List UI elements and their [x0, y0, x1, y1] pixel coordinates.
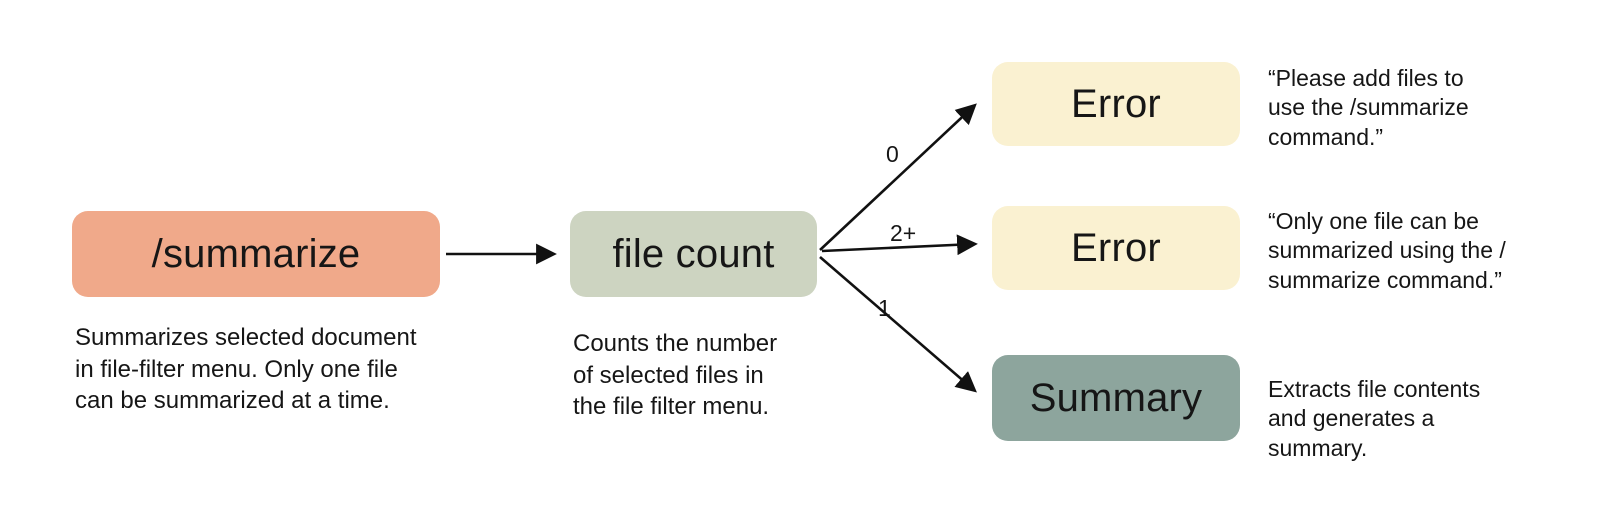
edge-label-zero: 0: [886, 141, 899, 167]
node-summary-label: Summary: [1029, 375, 1203, 420]
node-error-multi-label: Error: [1071, 225, 1161, 270]
node-error-zero-label: Error: [1071, 81, 1161, 126]
note-error-zero: “Please add files to use the /summarize …: [1268, 65, 1469, 150]
node-summarize-label: /summarize: [151, 231, 361, 276]
node-error-multi: Error: [992, 206, 1240, 290]
node-summarize: /summarize: [72, 211, 440, 297]
node-file-count-label: file count: [612, 231, 775, 276]
node-summary: Summary: [992, 355, 1240, 441]
caption-summarize: Summarizes selected document in file-fil…: [75, 324, 417, 415]
edge-label-one: 1: [878, 295, 891, 321]
node-file-count: file count: [570, 211, 817, 297]
node-error-zero: Error: [992, 62, 1240, 146]
note-error-multi: “Only one file can be summarized using t…: [1268, 208, 1506, 293]
caption-file-count: Counts the number of selected files in t…: [573, 330, 778, 421]
note-summary: Extracts file contents and generates a s…: [1268, 376, 1481, 461]
edge-label-multi: 2+: [890, 220, 917, 246]
